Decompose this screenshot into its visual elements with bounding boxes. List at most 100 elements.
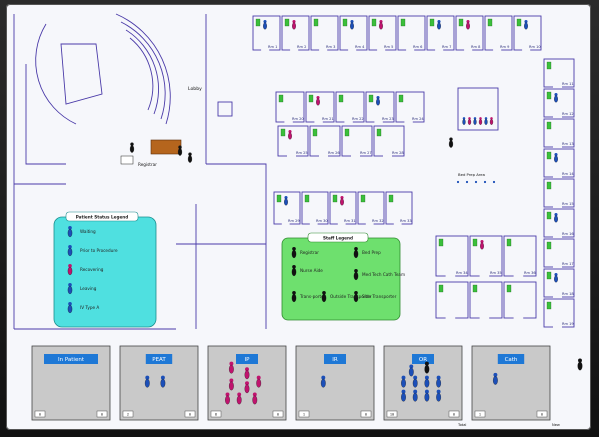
room-label: Rm 34 [456,271,468,275]
patient-icon [288,130,292,140]
patient-icon [480,240,484,250]
bed-icon [332,194,338,203]
staff-icon [478,117,483,125]
queue-tab[interactable] [412,354,434,364]
bed-icon [312,128,318,137]
bed-icon [506,238,512,247]
exam-room: Rm 16 [543,208,575,238]
exam-room: Rm 12 [543,88,575,118]
exam-room: Rm 17 [543,238,575,268]
patient-legend-item: Leaving [67,282,97,295]
patient-iv-icon [67,301,73,314]
bed-icon [368,94,374,103]
queue-count-box [184,410,196,418]
room-label: Rm 18 [562,292,574,296]
queue-patient-icon [144,375,150,388]
queue-label: Cath [505,357,518,363]
queue-count-box [448,410,460,418]
room-label: Rm 20 [292,117,304,121]
queue-patient-icon [493,372,498,385]
queue-patient-icon [320,375,326,388]
nurse-station [457,87,499,131]
room-label: Rm 4 [355,45,365,49]
room-label: Rm 16 [562,232,574,236]
staff-legend-item: Outside Transporter [321,290,372,303]
staff-icon [467,117,472,125]
patient-icon [316,96,320,106]
total-label: Total [457,423,466,427]
room-label: Rm 31 [344,219,356,223]
bed-icon [516,18,522,27]
queue-patient-icon [236,392,242,405]
queue-count-left: 2 [127,413,129,417]
bed-icon [278,94,284,103]
room-label: Rm 25 [296,151,308,155]
queue-count-box [536,410,548,418]
staff-legend-label: Nurse Aide [300,268,323,273]
exam-room [469,281,503,319]
queue-count-right: 0 [277,413,279,417]
staff-legend-item: Med Tech Cath Team [353,268,405,281]
staff-legend-label: Bed Prep [362,250,381,255]
registrar-label: Registrar [138,162,157,167]
exam-room: Rm 4 [339,15,368,51]
room-label: Rm 12 [562,112,574,116]
patient-icon [292,20,296,30]
bed-icon [280,128,286,137]
exam-room: Rm 23 [365,91,395,123]
queue-count-left: 10 [390,413,394,417]
queue-patient-icon [408,364,414,377]
patient-prior-icon [67,244,73,257]
patient-recovering-icon [67,263,73,276]
staff-legend-label: Trans-porter [299,294,326,299]
queue-tab[interactable] [497,354,525,364]
queue-patient-icon [225,392,230,405]
bed-icon [472,238,478,247]
staff-legend-title: Staff Legend [323,236,353,241]
staff-legend-item: Bed Prep [353,246,381,259]
queue-patient-icon [412,389,418,402]
room-label: Rm 23 [382,117,394,121]
path-marker [492,180,496,184]
queue-tab[interactable] [324,354,346,364]
room-label: Rm 22 [352,117,364,121]
staff-legend-label: Outside Transporter [330,294,372,299]
patient-leaving-icon [67,282,73,295]
patient-icon [263,20,267,30]
staff-registrar-icon [291,246,297,259]
patient-icon [350,20,354,30]
bed-icon [313,18,319,27]
exam-room: Rm 22 [335,91,365,123]
queue-tab[interactable] [236,354,258,364]
queue-count-right: 0 [101,413,103,417]
bed-icon [546,301,552,310]
bed-icon [546,61,552,70]
bed-icon [400,18,406,27]
registrar-staff [129,137,454,163]
queue-label: IP [245,357,251,363]
room-label: Rm 21 [322,117,334,121]
room-label: Rm 29 [288,219,300,223]
bed-icon [284,18,290,27]
queue-tab[interactable] [145,354,173,364]
queue-patient-icon [229,361,234,374]
path-marker [474,180,478,184]
room-label: Rm 7 [442,45,451,49]
bed-icon [546,91,552,100]
patient-legend-label: IV Type A [80,305,99,310]
bed-icon [429,18,435,27]
staff-icon [489,117,494,125]
staff-legend-label: Med Tech Cath Team [362,272,405,277]
staff-icon [462,117,466,125]
queue-tab[interactable] [44,354,98,364]
exam-room: Rm 32 [357,191,385,225]
room-label: Rm 17 [562,262,574,266]
room-label: Rm 13 [562,142,574,146]
exam-room: Rm 8 [455,15,484,51]
exam-room [435,281,469,319]
